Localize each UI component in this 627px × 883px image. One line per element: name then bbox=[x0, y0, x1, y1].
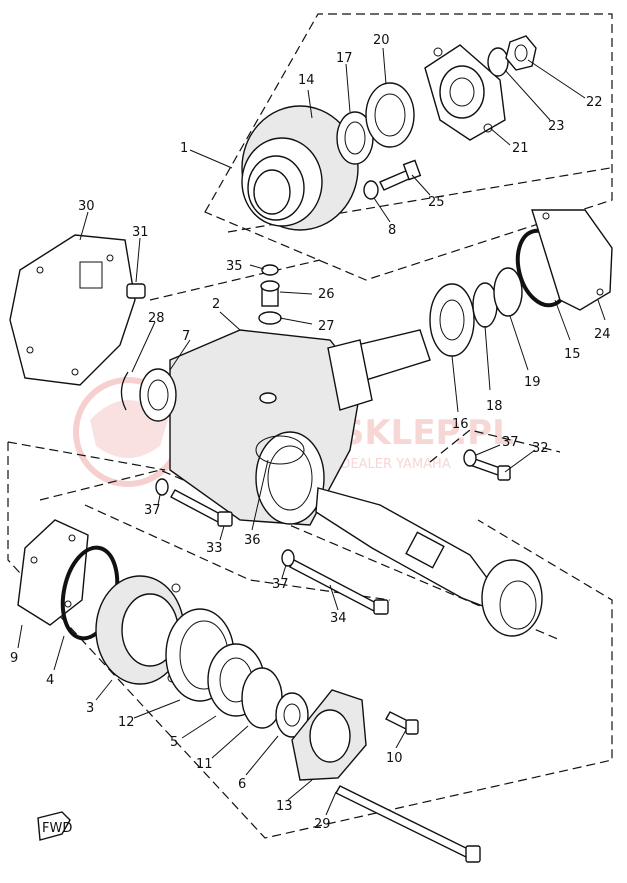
part-31-plug bbox=[126, 283, 146, 299]
part-8-washer bbox=[363, 180, 379, 200]
pinion-shaft bbox=[327, 329, 431, 411]
part-27-washer bbox=[258, 311, 282, 325]
callout-25: 25 bbox=[428, 195, 445, 210]
callout-29: 29 bbox=[314, 817, 331, 832]
callout-32: 32 bbox=[532, 441, 549, 456]
callout-16: 16 bbox=[452, 417, 469, 432]
part-20-bearing bbox=[365, 82, 415, 148]
callout-20: 20 bbox=[373, 33, 390, 48]
part-24-gasket bbox=[531, 209, 613, 311]
callout-26: 26 bbox=[318, 287, 335, 302]
part-19-spacer bbox=[493, 267, 523, 317]
part-26-bolt bbox=[260, 280, 280, 307]
callout-24: 24 bbox=[594, 327, 611, 342]
part-35-plug bbox=[261, 264, 279, 276]
callout-27: 27 bbox=[318, 319, 335, 334]
callout-30: 30 bbox=[78, 199, 95, 214]
callout-12: 12 bbox=[118, 715, 135, 730]
leader-lines bbox=[17, 47, 606, 816]
callout-34: 34 bbox=[330, 611, 347, 626]
part-28-circlip bbox=[120, 371, 129, 411]
callout-10: 10 bbox=[386, 751, 403, 766]
callout-22: 22 bbox=[586, 95, 603, 110]
callout-19: 19 bbox=[524, 375, 541, 390]
callout-37-c: 37 bbox=[272, 577, 289, 592]
callout-8: 8 bbox=[388, 223, 396, 238]
callout-23: 23 bbox=[548, 119, 565, 134]
callout-13: 13 bbox=[276, 799, 293, 814]
callout-5: 5 bbox=[170, 735, 178, 750]
callout-37-b: 37 bbox=[144, 503, 161, 518]
part-37-washer-a bbox=[463, 449, 477, 467]
part-2-gear-case bbox=[169, 329, 363, 526]
callout-17: 17 bbox=[336, 51, 353, 66]
part-22-nut bbox=[505, 35, 537, 71]
part-36-gear bbox=[255, 435, 305, 465]
callout-4: 4 bbox=[46, 673, 54, 688]
part-23-washer bbox=[487, 47, 509, 77]
part-33-bolt bbox=[170, 489, 233, 527]
callout-36: 36 bbox=[244, 533, 261, 548]
fwd-arrow-icon: FWD bbox=[37, 811, 72, 841]
part-29-bolt bbox=[335, 785, 481, 863]
part-37-washer-b bbox=[155, 478, 169, 496]
part-30-gasket bbox=[9, 234, 136, 386]
callout-28: 28 bbox=[148, 311, 165, 326]
part-6-seal bbox=[275, 692, 309, 738]
callout-11: 11 bbox=[196, 757, 213, 772]
callout-18: 18 bbox=[486, 399, 503, 414]
callout-3: 3 bbox=[86, 701, 94, 716]
assembly-boundaries bbox=[7, 13, 613, 839]
part-34-bolt bbox=[289, 559, 389, 615]
part-3-bearing-housing bbox=[95, 575, 185, 685]
callout-labels: 1 14 17 20 22 23 21 25 8 30 31 35 26 27 … bbox=[10, 33, 611, 832]
part-14-housing bbox=[241, 105, 359, 231]
part-16-bearing bbox=[429, 283, 475, 357]
callout-15: 15 bbox=[564, 347, 581, 362]
callout-6: 6 bbox=[238, 777, 246, 792]
part-9-gasket bbox=[17, 519, 89, 626]
part-13-cover bbox=[291, 689, 367, 781]
fwd-label: FWD bbox=[42, 821, 72, 836]
callout-31: 31 bbox=[132, 225, 149, 240]
callout-14: 14 bbox=[298, 73, 315, 88]
callout-33: 33 bbox=[206, 541, 223, 556]
callout-21: 21 bbox=[512, 141, 529, 156]
callout-9: 9 bbox=[10, 651, 18, 666]
callout-7: 7 bbox=[182, 329, 190, 344]
part-7-bearing bbox=[139, 368, 177, 422]
callout-1: 1 bbox=[180, 141, 188, 156]
callout-35: 35 bbox=[226, 259, 243, 274]
part-21-flange bbox=[424, 44, 506, 141]
callout-2: 2 bbox=[212, 297, 220, 312]
part-10-bolt bbox=[385, 711, 419, 735]
callout-37-a: 37 bbox=[502, 435, 519, 450]
part-37-washer-c bbox=[281, 549, 295, 567]
part-25-bolt bbox=[379, 159, 422, 191]
drive-gear bbox=[481, 559, 543, 637]
